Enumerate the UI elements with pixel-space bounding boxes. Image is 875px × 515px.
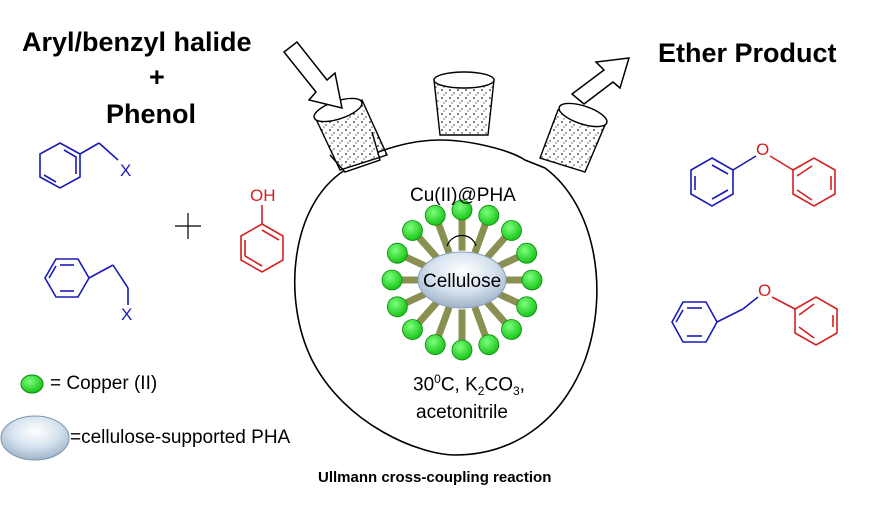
- temp-value: 30: [413, 374, 435, 396]
- copper-sphere: [521, 269, 543, 291]
- copper-sphere: [501, 220, 522, 241]
- benzyl-halide-structure: [44, 258, 129, 305]
- copper-sphere: [478, 204, 500, 226]
- benzyl-ether-oxygen-label: O: [758, 281, 772, 300]
- phenol-structure: [240, 205, 284, 273]
- output-arrow: [570, 57, 631, 105]
- carbonate-subscript: 3: [512, 384, 520, 399]
- aryl-halide-structure: [39, 142, 119, 189]
- copper-sphere: [424, 204, 446, 226]
- benzyl-halide-x-label: X: [121, 305, 133, 324]
- cellulose-core: [417, 251, 507, 309]
- catalyst-particle: [381, 199, 543, 361]
- copper-sphere: [516, 242, 538, 264]
- benzyl-phenyl-ether-structure: [671, 296, 838, 346]
- conditions-comma: ,: [519, 374, 525, 396]
- support-label: Cellulose: [423, 271, 502, 292]
- copper-sphere: [424, 334, 446, 356]
- copper-sphere: [451, 199, 473, 221]
- pha-legend-symbol: [0, 415, 70, 461]
- copper-sphere: [478, 334, 500, 356]
- copper-sphere: [381, 269, 403, 291]
- solvent-label: acetonitrile: [416, 402, 508, 423]
- product-title: Ether Product: [658, 38, 837, 68]
- copper-sphere: [501, 319, 522, 340]
- input-arrow: [282, 40, 343, 110]
- temp-unit-base: C, K: [440, 374, 478, 396]
- diphenyl-ether-structure: [690, 155, 836, 207]
- diphenyl-ether-oxygen-label: O: [756, 140, 770, 159]
- reaction-caption: Ullmann cross-coupling reaction: [318, 469, 552, 486]
- k-subscript: 2: [477, 384, 485, 399]
- conditions-line1: 300C, K2CO3,: [413, 372, 525, 398]
- reactant-title-line1: Aryl/benzyl halide: [22, 27, 252, 57]
- copper-sphere: [516, 296, 538, 318]
- aryl-halide-x-label: X: [120, 161, 132, 180]
- copper-sphere: [402, 319, 423, 340]
- right-neck: [539, 102, 608, 173]
- phenol-oh-label: OH: [250, 186, 276, 205]
- catalyst-label: Cu(II)@PHA: [410, 185, 516, 206]
- legend-copper-label: = Copper (II): [50, 373, 158, 394]
- left-neck: [313, 97, 388, 173]
- copper-legend-symbol: [20, 374, 44, 394]
- coordination-arc: [446, 234, 477, 247]
- copper-sphere: [386, 296, 408, 318]
- reactant-title-line2: Phenol: [106, 99, 197, 129]
- reactant-plus: +: [149, 62, 165, 92]
- copper-sphere: [402, 220, 423, 241]
- copper-sphere: [451, 339, 473, 361]
- middle-neck: [433, 71, 495, 136]
- carbonate-co: CO: [484, 374, 513, 396]
- plus-sign: [175, 213, 201, 239]
- legend-pha-label: =cellulose-supported PHA: [70, 427, 291, 448]
- temp-superscript: 0: [434, 372, 441, 386]
- copper-sphere: [386, 242, 408, 264]
